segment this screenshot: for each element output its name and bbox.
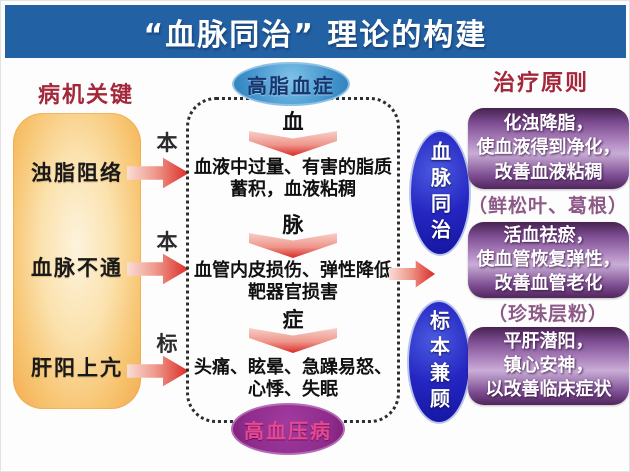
biaoben-jiangu-label: 标本兼顾	[426, 310, 451, 414]
hyperlipidemia-label: 高脂血症	[247, 73, 335, 98]
treatment-line: 改善血液粘稠	[494, 161, 603, 183]
treatment-line: 使血管恢复弹性，	[476, 248, 621, 270]
herb-annotation-zhenzhu: （珍珠层粉）	[487, 302, 608, 325]
treatment-line: 活血祛瘀，	[503, 224, 594, 246]
xuemai-tongzhi-ellipse: 血脉同治	[409, 130, 471, 256]
biaoben-jiangu-ellipse: 标本兼顾	[407, 300, 471, 424]
treatment-line: 改善血管老化	[494, 273, 603, 295]
hyperlipidemia-ellipse: 高脂血症	[232, 62, 350, 106]
page-title: “血脉同治” 理论的构建	[143, 17, 488, 53]
treatment-line: 镇心安神，	[503, 354, 594, 376]
arrow-label-biao: 标	[156, 332, 178, 356]
treatment-line: 化浊降脂，	[503, 113, 594, 135]
pathogenesis-item: 浊脂阻络	[31, 161, 123, 185]
treatment-pill-vessel: 活血祛瘀， 使血管恢复弹性， 改善血管老化	[468, 222, 629, 298]
pathogenesis-header: 病机关键	[37, 82, 134, 108]
treatment-line: 以改善临床症状	[485, 379, 612, 401]
hypertension-label: 高血压病	[244, 418, 332, 443]
stage-desc-vessel: 血管内皮损伤、弹性降低靶器官损害	[194, 260, 392, 303]
treatment-pill-symptom: 平肝潜阳， 镇心安神， 以改善临床症状	[468, 327, 629, 405]
herb-annotation-songye-gegen: （鲜松叶、葛根）	[467, 194, 628, 217]
arrow-label-ben-2: 本	[156, 230, 178, 254]
title-banner: “血脉同治” 理论的构建	[5, 5, 626, 58]
pathogenesis-item: 肝阳上亢	[31, 356, 123, 380]
stage-label-vessel: 脉	[282, 213, 304, 237]
pathogenesis-box: 浊脂阻络 血脉不通 肝阳上亢	[13, 113, 141, 409]
stage-label-symptom: 症	[282, 308, 304, 332]
stage-desc-blood: 血液中过量、有害的脂质蓄积，血液粘稠	[194, 157, 392, 200]
treatment-line: 使血液得到净化，	[476, 137, 621, 159]
pathogenesis-item: 血脉不通	[31, 256, 123, 280]
treatment-pill-lipid: 化浊降脂， 使血液得到净化， 改善血液粘稠	[468, 108, 629, 189]
treatment-header: 治疗原则	[492, 70, 589, 96]
hypertension-ellipse: 高血压病	[231, 403, 345, 455]
stage-desc-symptom: 头痛、眩晕、急躁易怒、心悸、失眠	[194, 357, 392, 400]
treatment-line: 平肝潜阳，	[503, 330, 594, 352]
stage-label-blood: 血	[282, 110, 304, 134]
xuemai-tongzhi-label: 血脉同治	[427, 141, 452, 245]
arrow-label-ben-1: 本	[156, 131, 178, 155]
